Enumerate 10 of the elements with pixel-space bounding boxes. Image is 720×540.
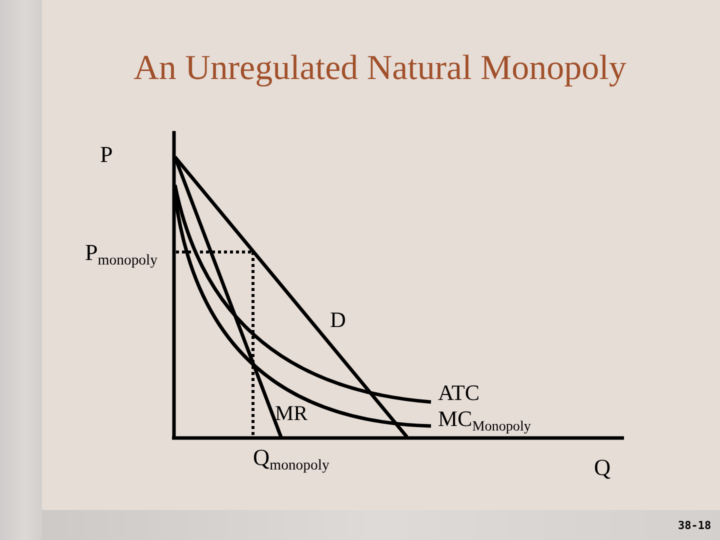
curve-label: D: [330, 307, 346, 332]
chart-title: An Unregulated Natural Monopoly: [132, 50, 628, 85]
page-number: 38-18: [678, 520, 712, 533]
curve-label: MC$_{Monopoly}$: [438, 406, 531, 435]
curve-label: ATC: [438, 380, 480, 406]
axis-label: P: [100, 142, 113, 168]
quantity-label: Q$_{monopoly}$: [253, 445, 330, 474]
curve-label: MR: [275, 401, 308, 426]
axis-label: Q: [594, 455, 611, 482]
price-label: P$_{monopoly}$: [85, 240, 158, 269]
